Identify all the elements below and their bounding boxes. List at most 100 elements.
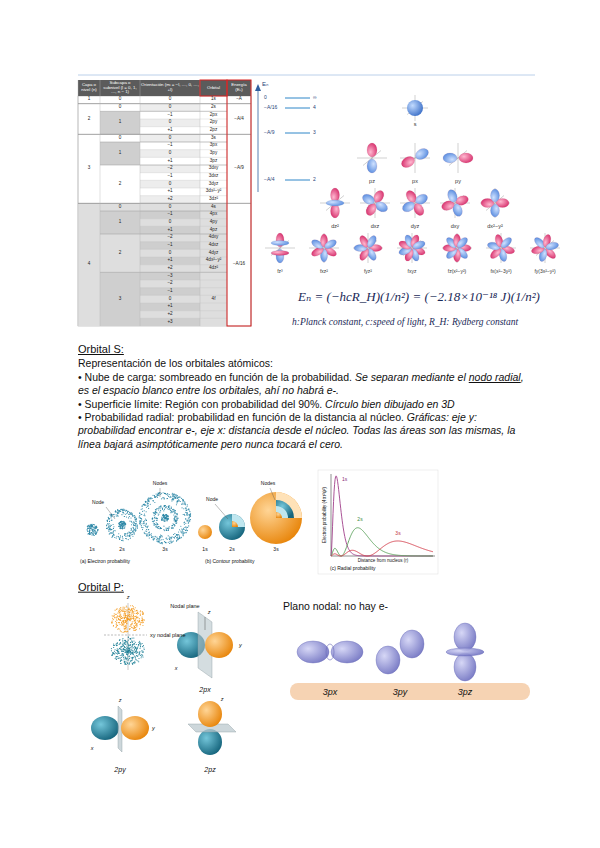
drawing-part	[219, 514, 245, 540]
drawing-part	[141, 527, 142, 528]
drawing-part	[115, 510, 116, 511]
drawing-part	[177, 501, 178, 502]
drawing-part	[156, 518, 157, 519]
table-cell: +1	[140, 127, 200, 135]
drawing-part	[131, 640, 132, 641]
drawing-part	[140, 180, 200, 188]
drawing-part	[113, 532, 114, 533]
drawing-part	[121, 521, 122, 522]
drawing-part	[125, 609, 126, 610]
drawing-part	[125, 664, 126, 665]
drawing-part	[129, 514, 130, 515]
drawing-part	[161, 498, 162, 499]
drawing-part	[135, 620, 136, 621]
drawing-part	[232, 521, 238, 527]
drawing-part	[118, 611, 119, 612]
drawing-part	[176, 522, 177, 523]
drawing-part	[125, 511, 126, 512]
drawing-part	[128, 640, 129, 641]
drawing-part	[121, 618, 122, 619]
drawing-part	[130, 512, 131, 513]
drawing-part	[164, 506, 165, 507]
drawing-part	[129, 619, 130, 620]
drawing-part	[168, 516, 169, 517]
drawing-part	[100, 211, 140, 234]
drawing-part	[118, 619, 119, 620]
drawing-part	[121, 522, 122, 523]
drawing-part	[123, 657, 124, 658]
drawing-part	[123, 622, 124, 623]
drawing-part	[134, 643, 135, 644]
drawing-part	[122, 641, 123, 642]
drawing-part	[124, 661, 125, 662]
drawing-part	[126, 617, 127, 618]
drawing-part	[132, 641, 133, 642]
drawing-part	[160, 494, 161, 495]
drawing-part	[124, 528, 125, 529]
drawing-part	[95, 532, 96, 533]
drawing-part	[188, 509, 189, 510]
drawing-part	[113, 534, 114, 535]
drawing-part	[164, 498, 165, 499]
drawing-part	[156, 526, 157, 527]
drawing-part	[134, 627, 135, 628]
drawing-part	[121, 650, 122, 651]
drawing-part	[198, 729, 222, 755]
drawing-part	[143, 504, 144, 505]
drawing-part	[271, 241, 289, 256]
drawing-part	[130, 647, 131, 648]
drawing-part	[154, 538, 155, 539]
drawing-part	[91, 525, 92, 526]
drawing-part	[133, 617, 134, 618]
drawing-part	[123, 509, 124, 510]
drawing-part	[187, 527, 188, 528]
drawing-part	[123, 525, 124, 526]
drawing-part	[109, 514, 110, 515]
table-cell: −A/4	[227, 104, 251, 135]
drawing-part	[119, 524, 120, 525]
drawing-part	[135, 658, 136, 659]
drawing-part	[118, 652, 119, 653]
drawing-part	[124, 628, 125, 629]
drawing-part	[165, 518, 166, 519]
drawing-part	[147, 526, 148, 527]
drawing-part	[133, 618, 134, 619]
drawing-part	[155, 526, 156, 527]
drawing-part	[95, 531, 96, 532]
drawing-part	[176, 534, 177, 535]
drawing-part	[125, 538, 126, 539]
drawing-part	[155, 524, 156, 525]
drawing-part	[119, 644, 120, 645]
drawing-part	[176, 517, 177, 518]
drawing-part	[186, 514, 187, 515]
drawing-part	[129, 650, 130, 651]
drawing-part	[127, 650, 128, 651]
drawing-part	[90, 527, 91, 528]
drawing-part	[135, 619, 136, 620]
drawing-part	[115, 511, 116, 512]
drawing-part	[163, 539, 164, 540]
drawing-part	[113, 524, 114, 525]
drawing-part	[160, 506, 161, 507]
drawing-part	[144, 504, 145, 505]
drawing-part	[166, 514, 167, 515]
drawing-part	[169, 536, 170, 537]
drawing-part	[123, 510, 124, 511]
drawing-part	[87, 531, 88, 532]
drawing-part	[136, 521, 137, 522]
drawing-part	[181, 537, 182, 538]
drawing-part	[134, 662, 135, 663]
drawing-part	[132, 653, 133, 654]
drawing-part	[112, 533, 113, 534]
table-cell: 2s	[200, 104, 227, 112]
drawing-part	[160, 528, 161, 529]
drawing-part	[118, 512, 119, 513]
drawing-part	[113, 644, 114, 645]
drawing-part	[120, 523, 121, 524]
drawing-part	[170, 541, 171, 542]
drawing-part	[174, 525, 175, 526]
drawing-part	[121, 657, 122, 658]
drawing-part	[276, 500, 294, 518]
drawing-part	[130, 512, 131, 513]
drawing-part	[107, 520, 108, 521]
